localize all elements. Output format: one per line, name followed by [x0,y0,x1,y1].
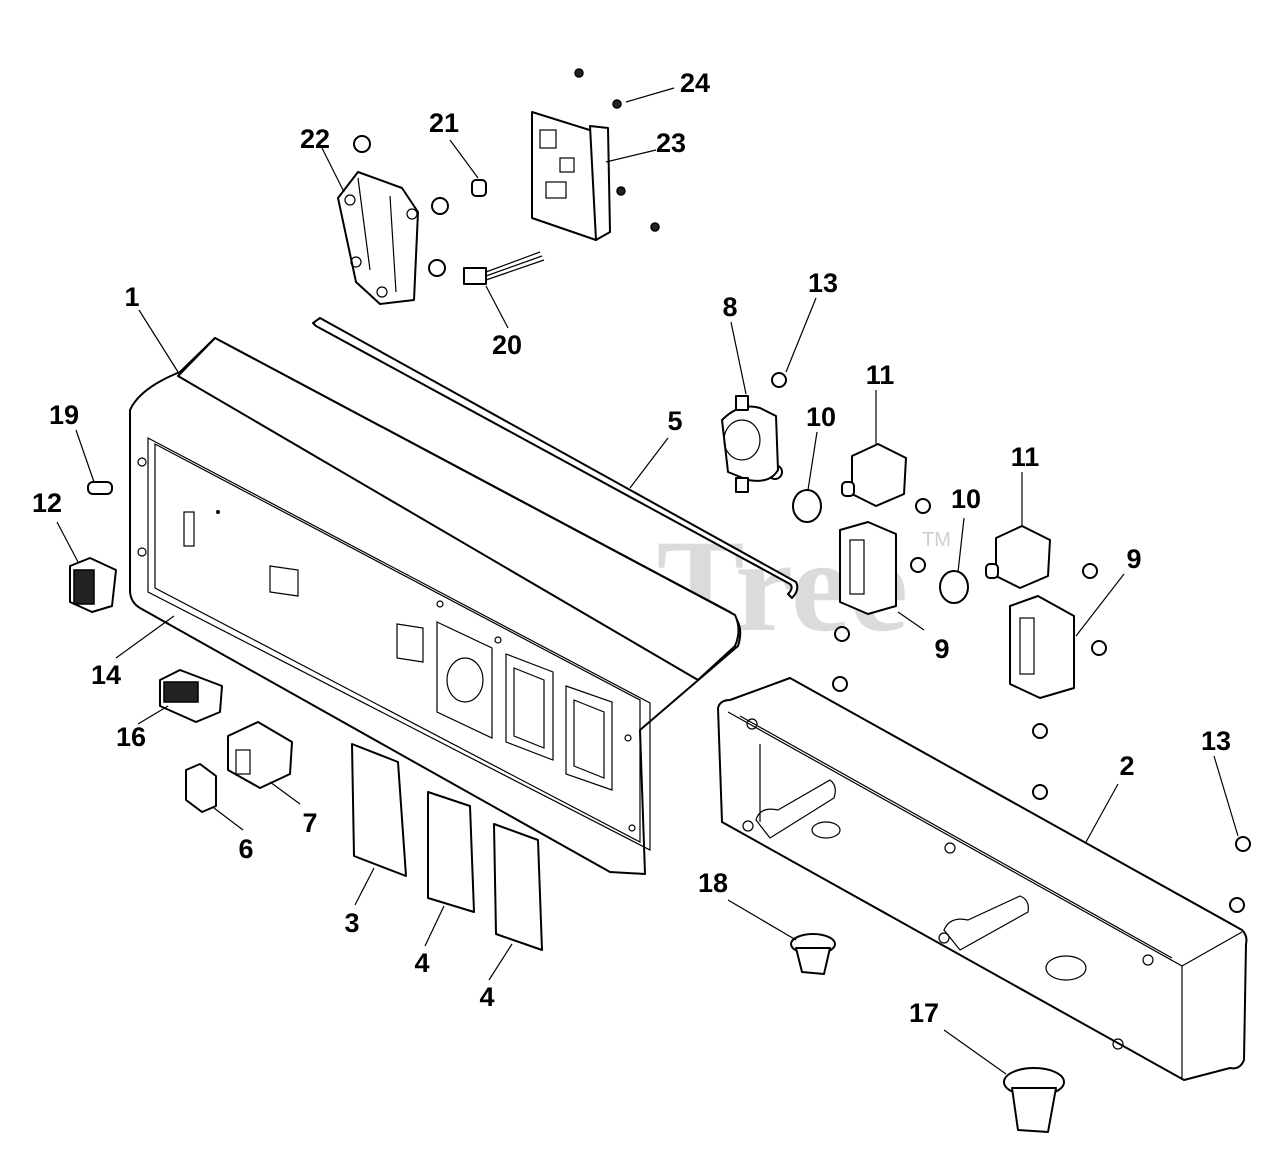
callout-21: 21 [429,108,459,138]
switch-7 [227,721,293,789]
breaker-11a [841,443,907,507]
callout-12: 12 [32,488,62,518]
cap-10b [939,570,969,604]
leader-lines [56,87,1239,1075]
watermark-trademark: TM [922,529,951,551]
callout-9b: 9 [1126,544,1141,574]
nuts [353,135,1251,913]
grommet-17 [1003,1067,1065,1133]
callout-11a: 11 [866,360,895,390]
screw-19 [87,481,113,495]
callout-10b: 10 [951,484,981,514]
cap-10a [792,489,822,523]
gfci-9a [839,521,897,615]
connector-20 [463,251,545,285]
circuit-board-23 [531,111,611,241]
cover-6 [185,763,217,813]
callout-23: 23 [656,128,686,158]
callout-14: 14 [91,660,121,690]
outlet-box [717,677,1248,1081]
switch-12 [69,557,117,613]
callout-13b: 13 [1201,726,1231,756]
callout-5: 5 [667,406,682,436]
callout-3: 3 [344,908,359,938]
callout-16: 16 [116,722,146,752]
bracket-22 [337,171,419,305]
trim-strip [312,317,799,599]
outlet-8 [721,395,779,493]
callout-13a: 13 [808,268,838,298]
callout-11b: 11 [1011,442,1040,472]
callout-19: 19 [49,400,79,430]
grommet-18 [790,933,836,975]
screws-24 [574,68,660,232]
callout-4b: 4 [479,982,494,1012]
callout-2: 2 [1119,751,1134,781]
spacer-21 [471,179,487,197]
callout-9a: 9 [934,634,949,664]
callout-10a: 10 [806,402,836,432]
meter-16 [159,669,223,723]
callout-6: 6 [238,834,253,864]
outlet-covers [351,743,543,951]
gfci-9b [1009,595,1075,699]
callout-20: 20 [492,330,522,360]
callout-8: 8 [722,292,737,322]
callout-1: 1 [124,282,139,312]
breaker-11b [985,525,1051,589]
callout-18: 18 [698,868,728,898]
callout-7: 7 [302,808,317,838]
callout-17: 17 [909,998,939,1028]
callouts: 1 2 3 4 4 5 6 7 8 9 9 10 10 11 11 12 13 … [32,68,1231,1028]
callout-24: 24 [680,68,710,98]
control-panel [129,337,742,875]
callout-22: 22 [300,124,330,154]
callout-4a: 4 [414,948,429,978]
